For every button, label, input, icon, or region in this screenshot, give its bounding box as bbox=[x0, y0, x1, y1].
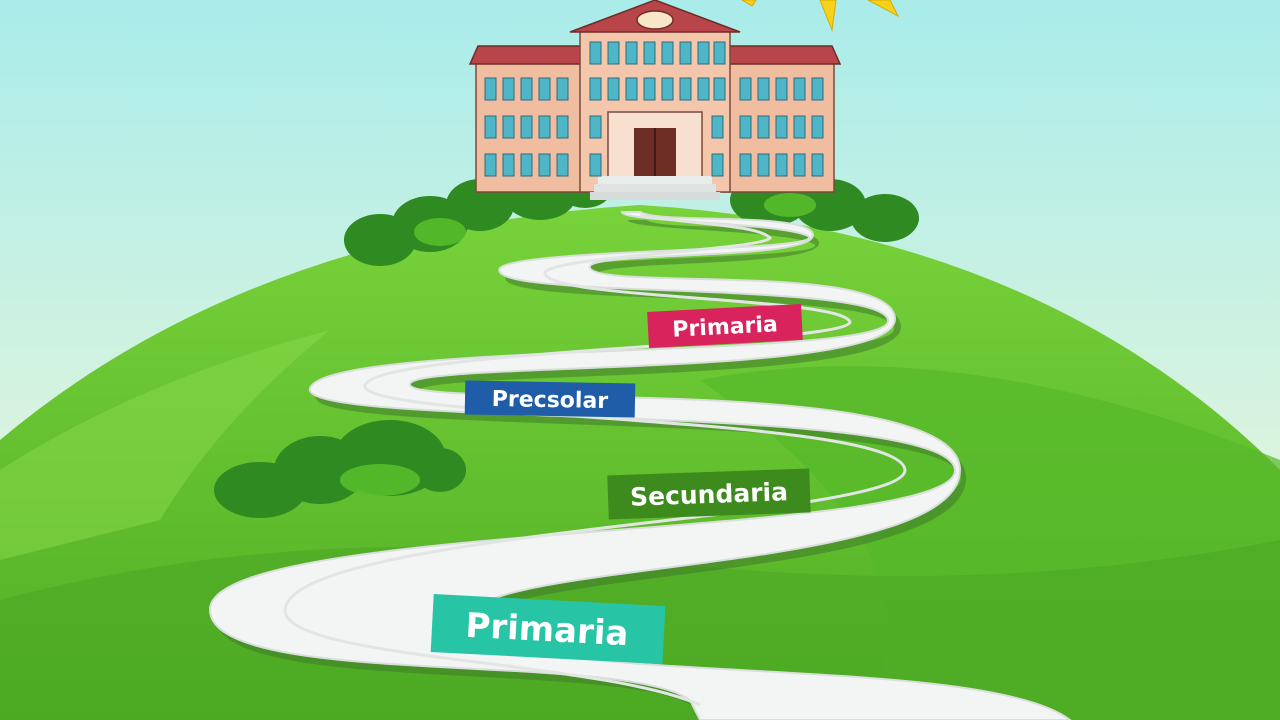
label-preescolar-text: Precsolar bbox=[492, 387, 609, 414]
school-building-icon bbox=[468, 0, 842, 200]
sun-icon bbox=[741, 0, 900, 32]
road-lane-line bbox=[283, 214, 907, 707]
school-windows bbox=[484, 41, 824, 177]
label-preescolar: Precsolar bbox=[464, 380, 636, 418]
label-bottom-primaria-text: Primaria bbox=[465, 606, 630, 654]
label-top-primaria: Primaria bbox=[647, 303, 803, 348]
label-secundaria-text: Secundaria bbox=[630, 477, 789, 511]
winding-road bbox=[208, 211, 1072, 720]
label-bottom-primaria: Primaria bbox=[430, 594, 666, 665]
bush-highlights bbox=[340, 193, 816, 496]
label-secundaria: Secundaria bbox=[607, 468, 811, 520]
label-top-primaria-text: Primaria bbox=[672, 312, 779, 342]
hill-shadow-left bbox=[0, 330, 330, 560]
